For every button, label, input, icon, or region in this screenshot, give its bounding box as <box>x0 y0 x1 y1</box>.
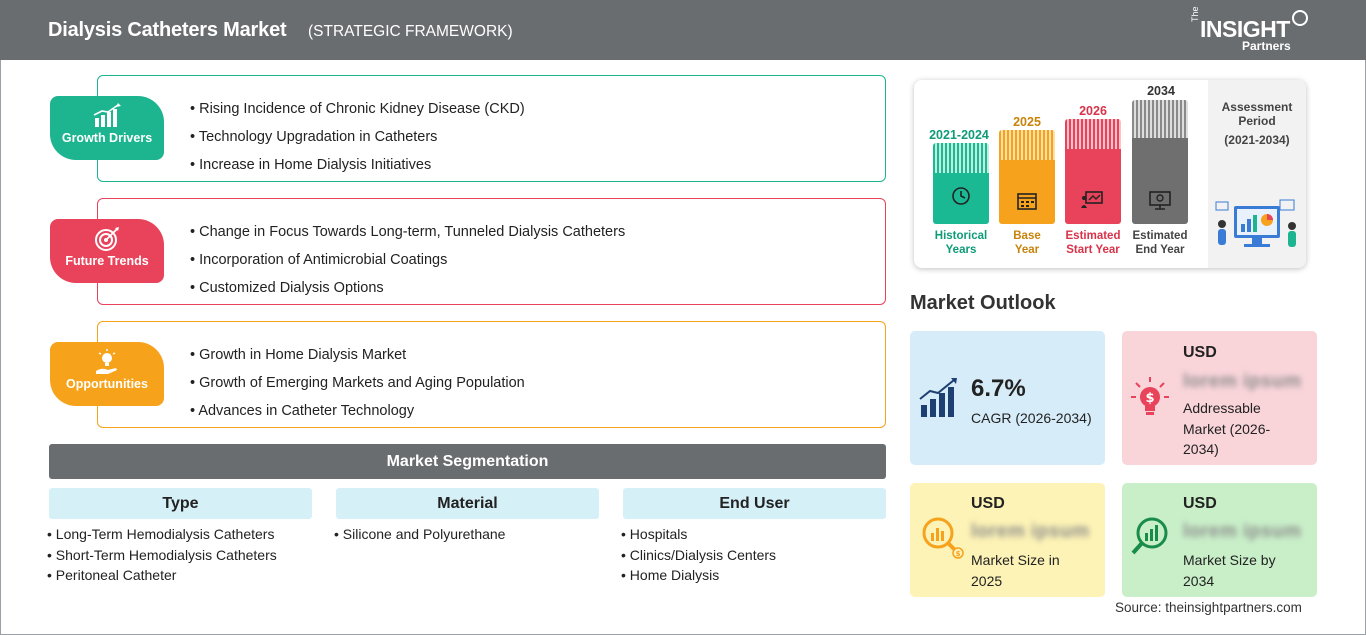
growth-drivers-label: Growth Drivers <box>61 131 153 145</box>
timeline-year-start: 2026 <box>1079 104 1107 118</box>
list-item: • Growth in Home Dialysis Market <box>190 347 407 363</box>
timeline-year-historical: 2021-2024 <box>929 128 989 142</box>
logo-insight-text: INSIGHT <box>1200 16 1290 42</box>
segment-type-header: Type <box>49 488 312 519</box>
size2034-usd: USD <box>1183 495 1217 512</box>
dollar-lightbulb-icon: $ <box>1131 377 1169 415</box>
presentation-icon <box>1081 191 1103 208</box>
addressable-value-blurred: lorem ipsum <box>1183 371 1302 392</box>
market-outlook-title: Market Outlook <box>910 292 1056 314</box>
list-item: • Growth of Emerging Markets and Aging P… <box>190 375 525 391</box>
list-item: • Change in Focus Towards Long-term, Tun… <box>190 224 626 240</box>
list-item: • Incorporation of Antimicrobial Coating… <box>190 252 448 268</box>
lightbulb-hand-icon <box>96 349 117 374</box>
future-trends-list: • Change in Focus Towards Long-term, Tun… <box>190 218 625 302</box>
opportunities-list: • Growth in Home Dialysis Market • Growt… <box>190 341 525 425</box>
assessment-period-range: (2021-2034) <box>1224 133 1290 147</box>
svg-text:$: $ <box>1145 391 1154 406</box>
timeline-bar-base <box>999 130 1055 224</box>
calendar-icon <box>1017 193 1037 210</box>
insight-partners-logo[interactable]: The INSIGHT Partners <box>1190 6 1310 54</box>
analytics-people-illustration-icon <box>1215 199 1296 247</box>
growth-drivers-badge: Growth Drivers <box>50 96 164 160</box>
future-trends-label: Future Trends <box>65 254 149 268</box>
list-item: • Hospitals <box>621 526 688 542</box>
opportunities-badge: Opportunities <box>50 342 164 406</box>
cagr-value: 6.7% <box>971 375 1026 402</box>
growth-chart-icon <box>919 378 957 417</box>
list-item: • Clinics/Dialysis Centers <box>621 546 777 563</box>
segment-material-list: • Silicone and Polyurethane <box>334 524 505 545</box>
size2025-usd: USD <box>971 495 1005 512</box>
market-segmentation-header: Market Segmentation <box>49 444 886 479</box>
timeline-bar-start <box>1065 119 1121 224</box>
future-trends-box: • Change in Focus Towards Long-term, Tun… <box>97 198 886 305</box>
logo-the-text: The <box>1190 6 1200 22</box>
segment-end-user-header: End User <box>623 488 886 519</box>
size2034-value-blurred: lorem ipsum <box>1183 521 1302 542</box>
monitor-icon <box>1149 191 1171 210</box>
target-icon <box>95 227 119 251</box>
logo-partners-text: Partners <box>1242 39 1291 53</box>
source-credit: Source: theinsightpartners.com <box>1115 600 1302 615</box>
segment-type-list: • Long-Term Hemodialysis Catheters • Sho… <box>47 524 277 586</box>
list-item: • Silicone and Polyurethane <box>334 526 506 542</box>
opportunities-label: Opportunities <box>66 377 148 391</box>
cagr-card: 6.7% CAGR (2026-2034) <box>910 331 1105 465</box>
page-subtitle: (STRATEGIC FRAMEWORK) <box>308 23 513 40</box>
addressable-usd: USD <box>1183 344 1217 361</box>
timeline-bar-end <box>1132 100 1188 224</box>
segment-end-user-list: • Hospitals • Clinics/Dialysis Centers •… <box>621 524 776 586</box>
magnifier-chart-icon: $ <box>922 517 964 559</box>
list-item: • Increase in Home Dialysis Initiatives <box>190 157 432 173</box>
timeline-year-base: 2025 <box>1013 115 1041 129</box>
list-item: • Customized Dialysis Options <box>190 280 384 296</box>
size2025-value-blurred: lorem ipsum <box>971 521 1090 542</box>
svg-text:$: $ <box>956 550 961 558</box>
page-title: Dialysis Catheters Market <box>48 19 287 41</box>
history-icon <box>952 187 970 205</box>
header-bar: Dialysis Catheters Market (STRATEGIC FRA… <box>0 0 1366 60</box>
logo-ring-icon <box>1292 10 1308 26</box>
bar-chart-growth-icon <box>93 103 121 127</box>
list-item: • Long-Term Hemodialysis Catheters <box>47 526 275 542</box>
opportunities-box: • Growth in Home Dialysis Market • Growt… <box>97 321 886 428</box>
list-item: • Advances in Catheter Technology <box>190 403 415 419</box>
growth-drivers-list: • Rising Incidence of Chronic Kidney Dis… <box>190 95 525 179</box>
list-item: • Technology Upgradation in Catheters <box>190 129 438 145</box>
cagr-label: CAGR (2026-2034) <box>971 410 1092 426</box>
list-item: • Rising Incidence of Chronic Kidney Dis… <box>190 101 525 117</box>
future-trends-badge: Future Trends <box>50 219 164 283</box>
list-item: • Short-Term Hemodialysis Catheters <box>47 546 277 563</box>
timeline-year-end: 2034 <box>1147 84 1175 98</box>
list-item: • Peritoneal Catheter <box>47 567 177 583</box>
list-item: • Home Dialysis <box>621 567 720 583</box>
growth-drivers-box: • Rising Incidence of Chronic Kidney Dis… <box>97 75 886 182</box>
timeline-bar-historical <box>933 143 989 224</box>
segment-material-header: Material <box>336 488 599 519</box>
magnifier-growth-icon <box>1131 517 1168 555</box>
